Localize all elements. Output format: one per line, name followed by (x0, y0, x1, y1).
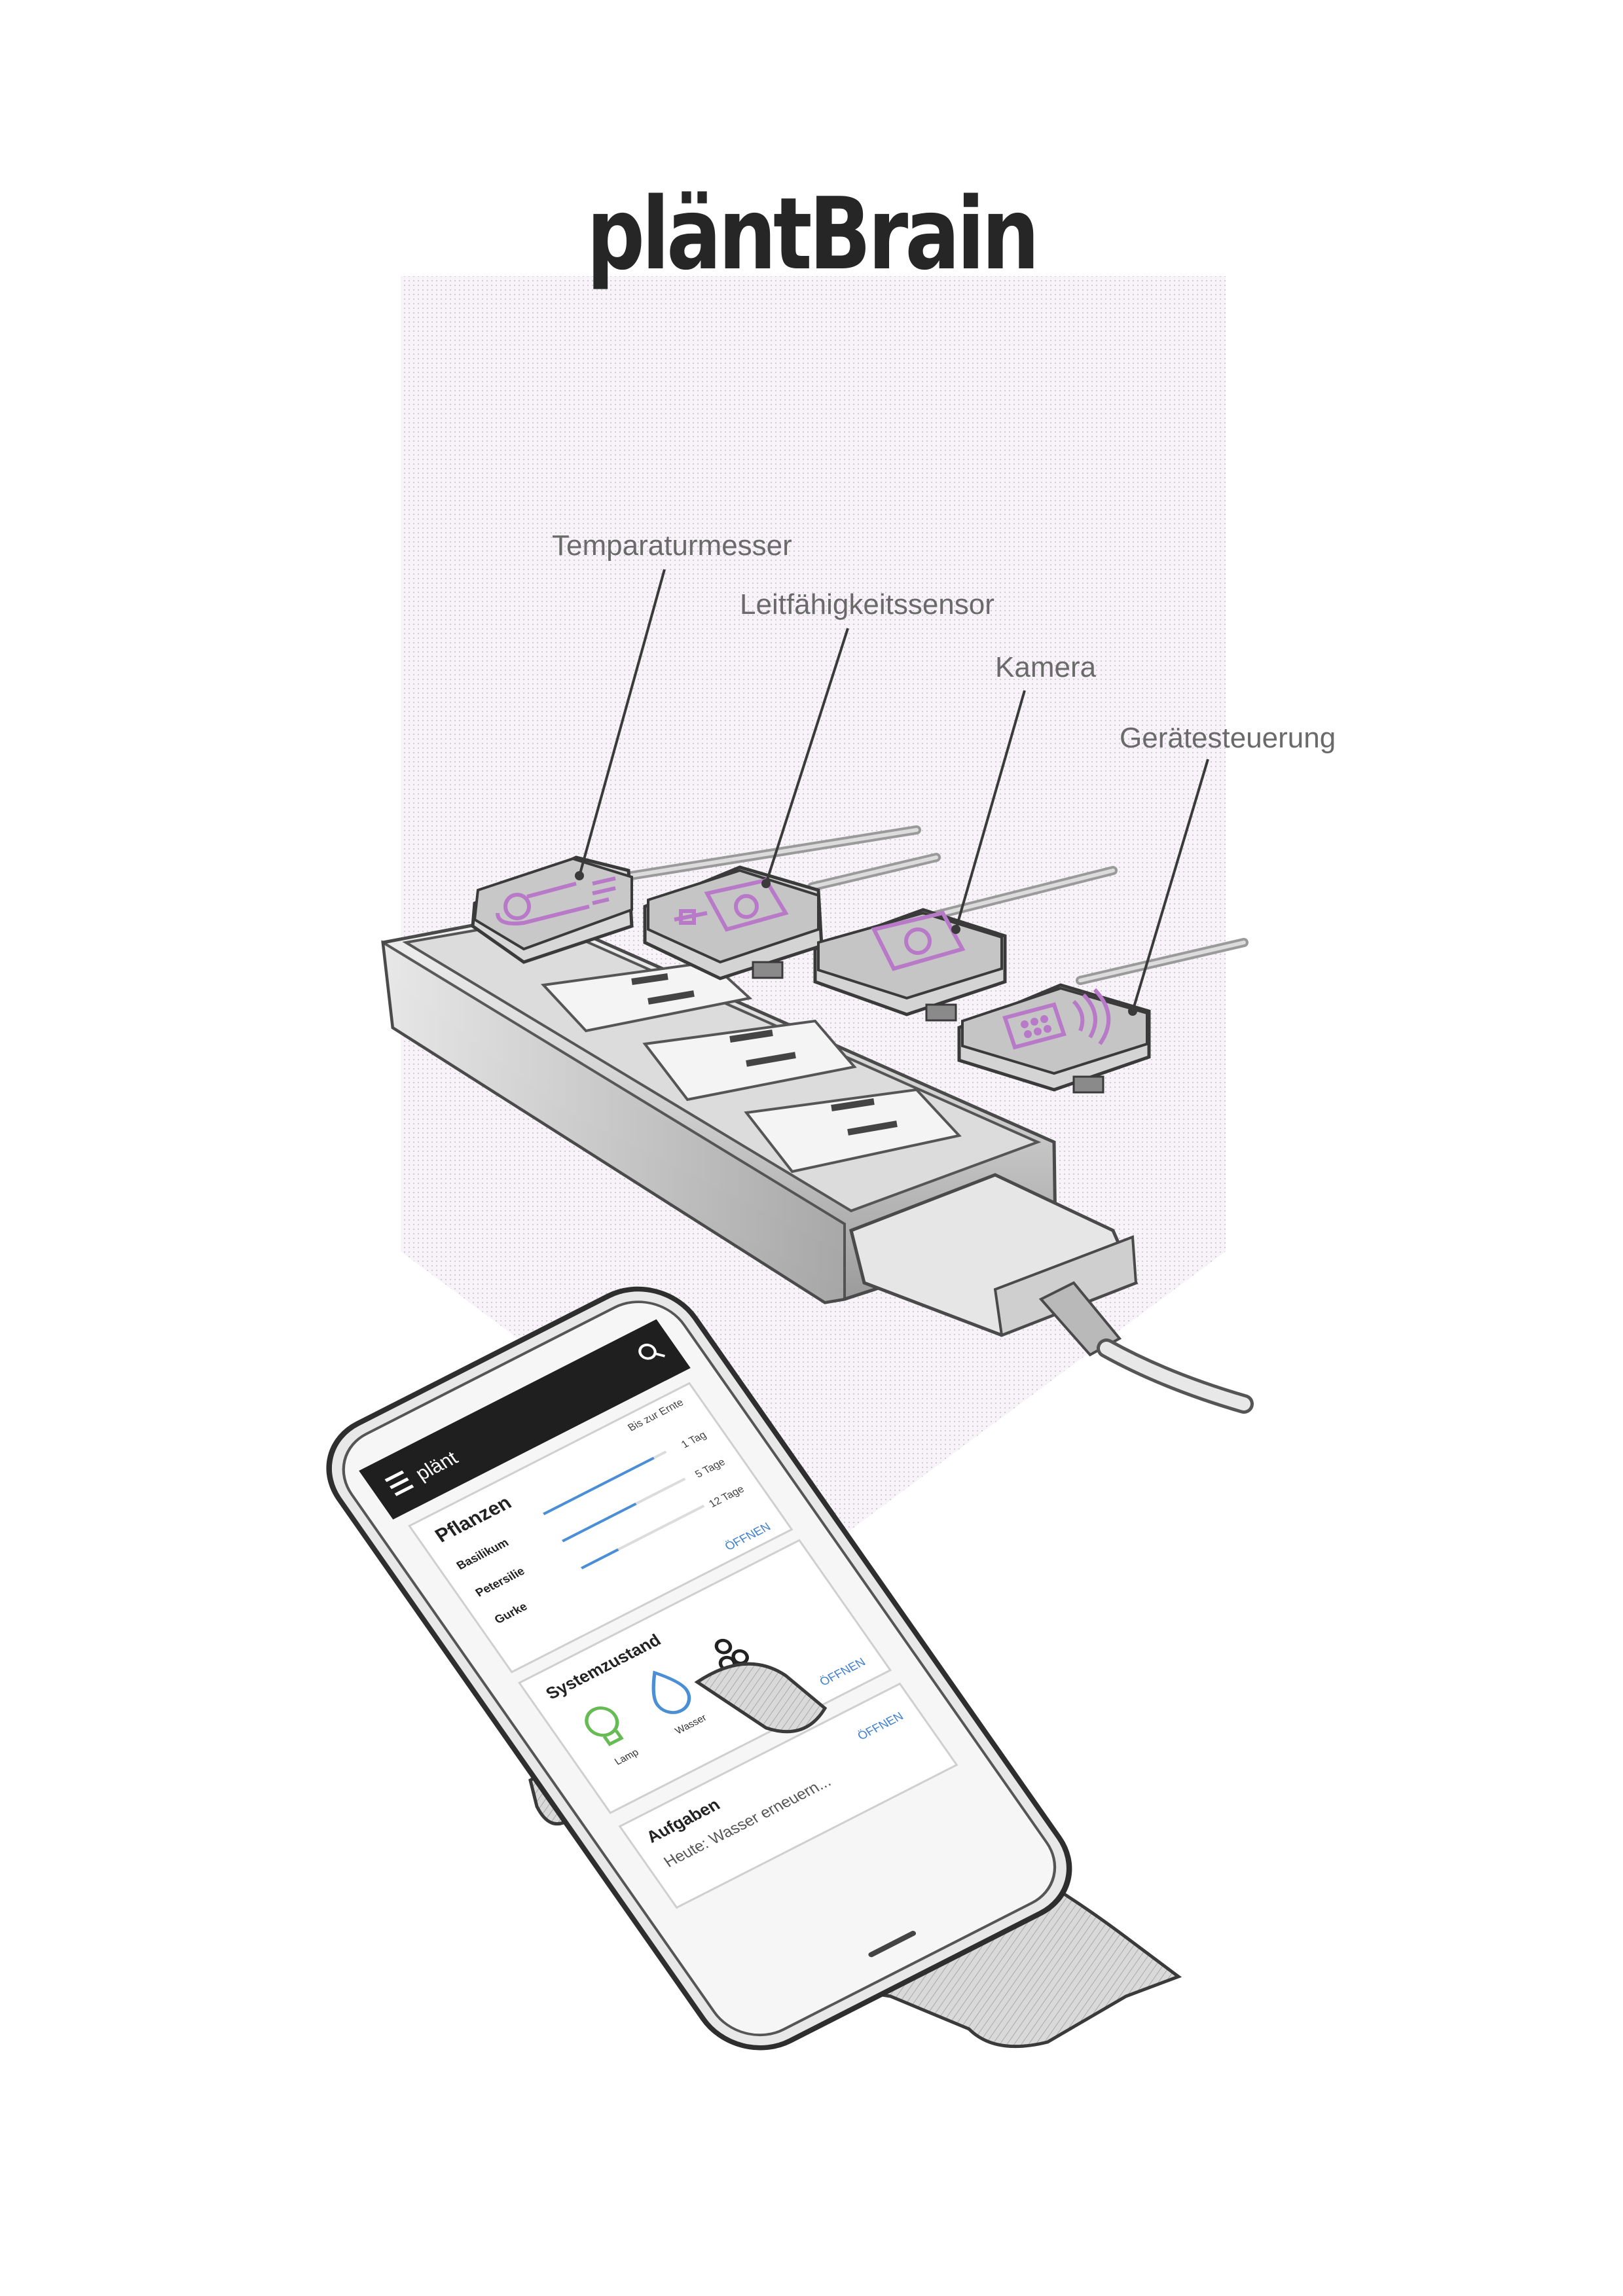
power-plug (849, 1173, 1254, 1414)
wireless-control-icon (1002, 988, 1111, 1050)
callout-device-control: Gerätesteuerung (1120, 722, 1336, 754)
progress-fill (543, 1456, 655, 1515)
socket (540, 960, 753, 1033)
power-strip (381, 911, 1057, 1304)
callout-conductivity: Leitfähigkeitssensor (740, 588, 994, 620)
home-indicator (868, 1931, 917, 1958)
socket (642, 1019, 857, 1102)
callout-camera: Kamera (995, 651, 1097, 683)
thumb (694, 1662, 828, 1734)
progress-fill (562, 1502, 637, 1543)
conductivity-sensor-icon (674, 878, 789, 932)
callout-temperature: Temparaturmesser (552, 529, 792, 562)
camera-icon (871, 910, 966, 971)
socket (744, 1088, 962, 1174)
module-conductivity (643, 865, 824, 980)
callout-leaders (578, 569, 1209, 1012)
module-camera (813, 908, 1007, 1022)
lamp-icon (585, 1706, 624, 1746)
search-icon (638, 1343, 665, 1360)
thermometer-icon (496, 876, 616, 925)
menu-icon (384, 1470, 414, 1496)
module-temperature (471, 855, 634, 964)
water-drop-icon (651, 1670, 691, 1714)
module-device-control (957, 983, 1151, 1094)
progress-fill (581, 1548, 619, 1570)
brand-title: pläntBrain (586, 176, 1040, 292)
